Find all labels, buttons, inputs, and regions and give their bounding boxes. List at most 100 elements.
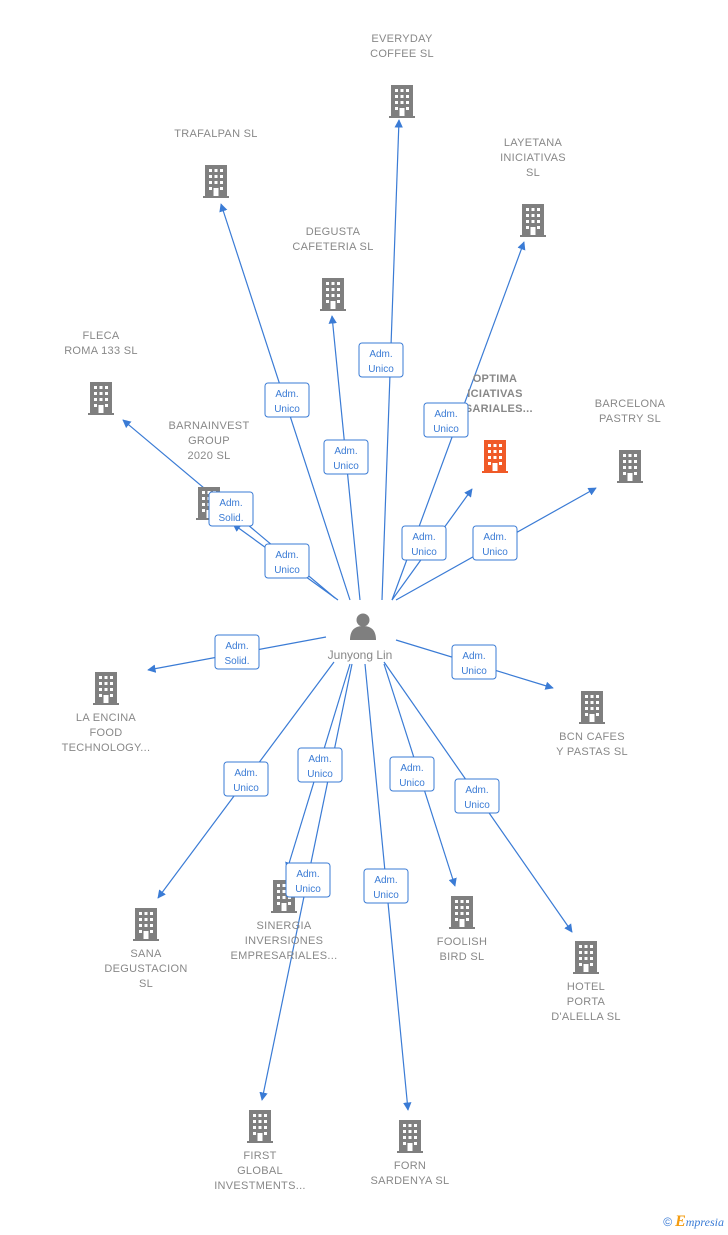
- edge-label-text: Adm.: [334, 446, 357, 457]
- edge-label-text: Adm.: [219, 498, 242, 509]
- edge-label-sinergia[interactable]: Adm. Unico: [297, 747, 343, 783]
- company-node-first[interactable]: FIRSTGLOBALINVESTMENTS...: [214, 1110, 306, 1192]
- company-name-line: EMPRESARIALES...: [231, 950, 338, 962]
- building-icon: [573, 941, 599, 974]
- building-icon: [520, 204, 546, 237]
- edge-label-text: Solid.: [218, 513, 243, 524]
- edge-label-text: Unico: [333, 461, 359, 472]
- company-name-line: DEGUSTA: [306, 226, 361, 238]
- edge-label-text: Adm.: [308, 754, 331, 765]
- edge-label-text: Unico: [233, 783, 259, 794]
- edge-label-box: [401, 525, 447, 561]
- company-name-line: EVERYDAY: [371, 33, 433, 45]
- company-name-line: LA ENCINA: [76, 712, 137, 724]
- company-name-line: ICIATIVAS: [467, 388, 522, 400]
- company-node-sinergia[interactable]: SINERGIA INVERSIONES EMPRESARIALES...: [231, 880, 338, 962]
- edge-label-text: Unico: [274, 404, 300, 415]
- edge-label-text: Adm.: [275, 389, 298, 400]
- edge-label-layetana[interactable]: Adm.Unico: [423, 402, 469, 438]
- edge-label-box: [223, 761, 269, 797]
- company-name-line: SL: [526, 167, 540, 179]
- company-name-line: FOOLISH: [437, 936, 487, 948]
- building-icon: [320, 278, 346, 311]
- company-name-line: OPTIMA: [473, 373, 518, 385]
- company-name-line: ROMA 133 SL: [64, 345, 138, 357]
- edge-label-text: Unico: [461, 666, 487, 677]
- company-node-laencina[interactable]: LA ENCINA FOOD TECHNOLOGY...: [62, 672, 151, 754]
- edge-label-everyday[interactable]: Adm.Unico: [358, 342, 404, 378]
- company-node-optima[interactable]: OPTIMA ICIATIVAS ESARIALES...: [457, 373, 533, 473]
- company-name-line: ESARIALES...: [457, 403, 533, 415]
- edge-label-first[interactable]: Adm.Unico: [285, 862, 331, 898]
- company-name-line: SL: [139, 978, 153, 990]
- company-name-line: TRAFALPAN SL: [174, 128, 257, 140]
- edge-label-text: Adm.: [234, 768, 257, 779]
- company-name-line: TECHNOLOGY...: [62, 742, 151, 754]
- edge-label-text: Adm.: [296, 869, 319, 880]
- edge-label-box: [264, 543, 310, 579]
- company-name-line: INVERSIONES: [245, 935, 324, 947]
- edge-label-forn[interactable]: Adm.Unico: [363, 868, 409, 904]
- edge-label-text: Unico: [368, 364, 394, 375]
- company-name-line: SINERGIA: [257, 920, 312, 932]
- company-name-line: BCN CAFES: [559, 731, 625, 743]
- edge-label-foolish[interactable]: Adm.Unico: [389, 756, 435, 792]
- edge-label-text: Adm.: [465, 785, 488, 796]
- edge-label-box: [358, 342, 404, 378]
- building-icon: [389, 85, 415, 118]
- brand-logo-initial: E: [675, 1213, 686, 1230]
- company-name-line: FOOD: [90, 727, 123, 739]
- edge-label-text: Adm.: [275, 550, 298, 561]
- building-icon: [203, 165, 229, 198]
- edge-label-box: [285, 862, 331, 898]
- edge-label-text: Unico: [307, 769, 333, 780]
- edge-label-fleca[interactable]: Adm. Unico: [264, 543, 310, 579]
- company-name-line: BARCELONA: [595, 398, 666, 410]
- edge-label-box: [454, 778, 500, 814]
- edge-label-trafalpan[interactable]: Adm. Unico: [264, 382, 310, 418]
- copyright-symbol: ©: [663, 1215, 673, 1229]
- edge-label-text: Unico: [464, 800, 490, 811]
- edge-label-hotel[interactable]: Adm. Unico: [454, 778, 500, 814]
- company-name-line: SARDENYA SL: [371, 1175, 450, 1187]
- company-name-line: GLOBAL: [237, 1165, 283, 1177]
- building-icon: [397, 1120, 423, 1153]
- edge-label-text: Unico: [274, 565, 300, 576]
- company-node-forn[interactable]: FORN SARDENYA SL: [371, 1120, 450, 1187]
- company-node-foolish[interactable]: FOOLISH BIRD SL: [437, 896, 487, 963]
- company-name-line: FIRST: [243, 1150, 276, 1162]
- edge-label-barnainvest[interactable]: Adm. Solid.: [208, 491, 254, 527]
- company-name-line: DEGUSTACION: [104, 963, 187, 975]
- edge-label-degusta[interactable]: Adm. Unico: [323, 439, 369, 475]
- company-node-trafalpan[interactable]: TRAFALPAN SL: [174, 128, 257, 198]
- edge-label-text: Adm.: [225, 641, 248, 652]
- edge-label-barcelona[interactable]: Adm.Unico: [472, 525, 518, 561]
- building-icon: [482, 440, 508, 473]
- edge-label-bcn[interactable]: Adm. Unico: [451, 644, 497, 680]
- company-name-line: PORTA: [567, 996, 606, 1008]
- edge-label-text: Unico: [433, 424, 459, 435]
- center-name: Junyong Lin: [328, 648, 393, 662]
- edge-label-box: [264, 382, 310, 418]
- company-name-line: FORN: [394, 1160, 426, 1172]
- company-name-line: BIRD SL: [440, 951, 485, 963]
- building-icon: [449, 896, 475, 929]
- edge-label-optima[interactable]: Adm.Unico: [401, 525, 447, 561]
- center-person[interactable]: Junyong Lin: [328, 613, 393, 663]
- company-name-line: INICIATIVAS: [500, 152, 566, 164]
- edge-label-text: Adm.: [462, 651, 485, 662]
- edge-label-box: [451, 644, 497, 680]
- edge-label-laencina[interactable]: Adm.Solid.: [214, 634, 260, 670]
- edge-label-sana[interactable]: Adm. Unico: [223, 761, 269, 797]
